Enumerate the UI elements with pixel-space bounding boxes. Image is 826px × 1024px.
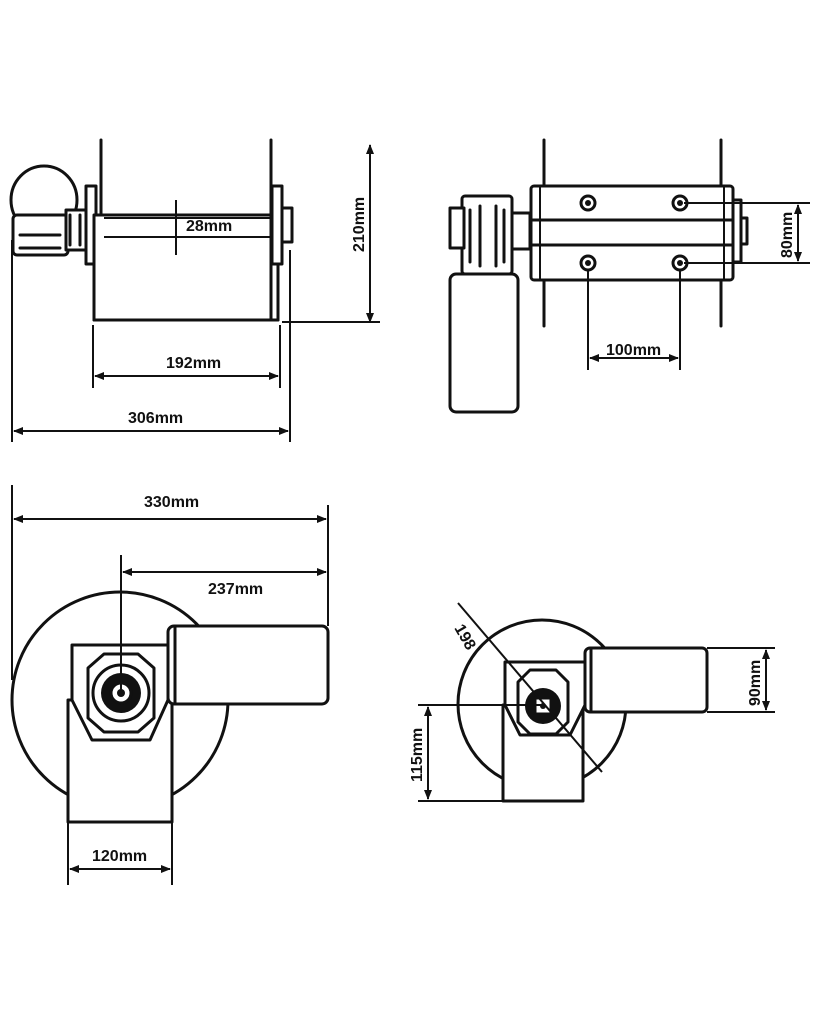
dim-306mm: 306mm [128, 410, 183, 427]
dim-330mm: 330mm [144, 494, 199, 511]
dim-198: 198 [451, 622, 479, 654]
motor-body [166, 624, 330, 706]
dim-237mm: 237mm [208, 581, 263, 598]
motor-body [583, 646, 709, 714]
front-view-large: 330mm 237mm 120mm [10, 485, 330, 885]
dim-100mm: 100mm [606, 342, 661, 359]
dim-115mm: 115mm [409, 728, 426, 782]
dim-28mm: 28mm [186, 218, 232, 235]
dim-90mm: 90mm [747, 660, 764, 706]
front-view-small: 198 90mm 115mm [409, 602, 775, 803]
top-view: 80mm 100mm [448, 138, 810, 414]
dim-120mm: 120mm [92, 848, 147, 865]
dim-192mm: 192mm [166, 355, 221, 372]
drum [92, 213, 280, 322]
dim-210mm: 210mm [351, 197, 368, 252]
side-view: 28mm 210mm 192mm 306mm [9, 138, 380, 442]
base-plate [529, 184, 735, 282]
motor-housing [448, 272, 520, 414]
dim-80mm: 80mm [779, 212, 796, 258]
